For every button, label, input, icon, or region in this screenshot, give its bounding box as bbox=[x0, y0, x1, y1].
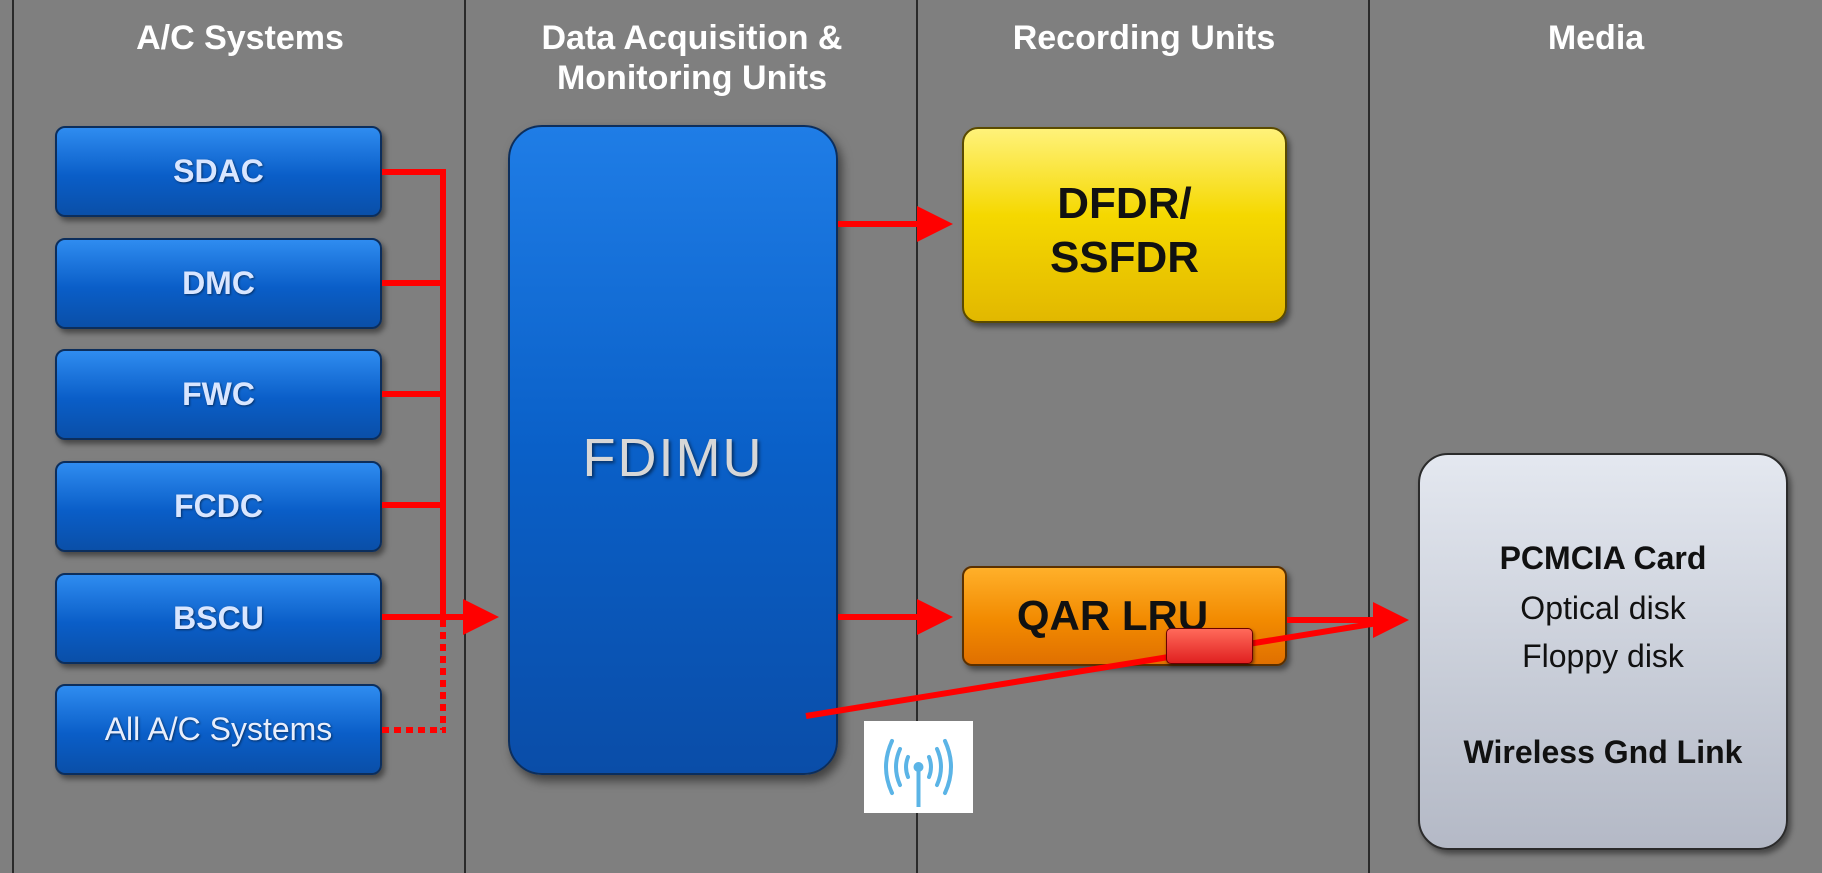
dfdr-ssfdr-unit: DFDR/ SSFDR bbox=[962, 127, 1287, 323]
system-box-dmc: DMC bbox=[55, 238, 382, 329]
system-box-fcdc: FCDC bbox=[55, 461, 382, 552]
column-heading-ac-systems: A/C Systems bbox=[136, 19, 344, 57]
wireless-antenna-icon bbox=[864, 721, 973, 813]
pcmcia-card-icon bbox=[1166, 628, 1253, 664]
system-box-fwc: FWC bbox=[55, 349, 382, 440]
media-pcmcia-label: PCMCIA Card bbox=[1499, 540, 1707, 576]
column-ac-systems: A/C Systems bbox=[12, 0, 466, 873]
column-media: Media bbox=[1368, 0, 1822, 873]
fdimu-label: FDIMU bbox=[582, 428, 764, 488]
column-heading-recording: Recording Units bbox=[1012, 19, 1276, 57]
arrow-fdimu-wireless-to-media bbox=[805, 617, 1397, 719]
fdimu-unit: FDIMU bbox=[508, 125, 838, 775]
media-floppy-label: Floppy disk bbox=[1522, 638, 1684, 674]
system-box-bscu: BSCU bbox=[55, 573, 382, 664]
media-wireless-label: Wireless Gnd Link bbox=[1463, 734, 1743, 770]
column-heading-media: Media bbox=[1547, 19, 1645, 57]
dfdr-label: DFDR/ SSFDR bbox=[1049, 179, 1200, 282]
media-optical-label: Optical disk bbox=[1520, 590, 1686, 626]
column-heading-dau: Data Acquisition & Monitoring Units bbox=[541, 19, 843, 97]
system-box-all-ac-systems: All A/C Systems bbox=[55, 684, 382, 775]
media-box: PCMCIA Card Optical disk Floppy disk Wir… bbox=[1418, 453, 1788, 850]
column-dau: Data Acquisition & Monitoring Units bbox=[464, 0, 918, 873]
column-recording: Recording Units bbox=[916, 0, 1370, 873]
system-box-sdac: SDAC bbox=[55, 126, 382, 217]
